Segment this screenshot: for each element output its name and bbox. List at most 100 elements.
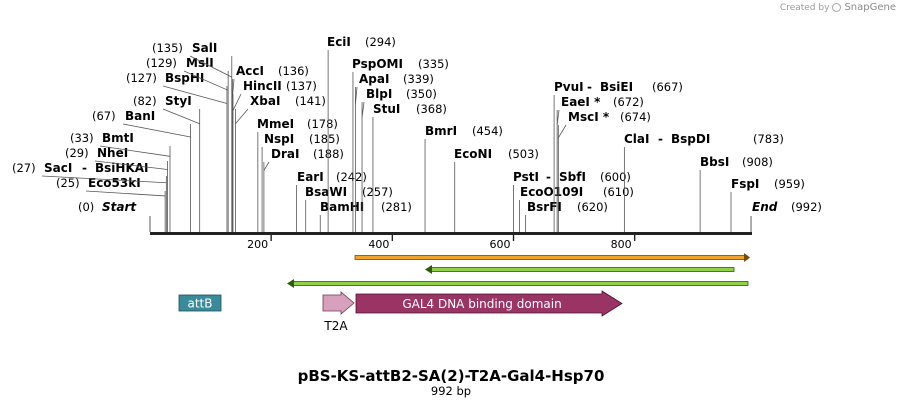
end-pos: (992) <box>791 200 822 214</box>
site-position: (137) <box>286 79 317 93</box>
T2A-label: T2A <box>323 319 348 333</box>
plasmid-title: pBS-KS-attB2-SA(2)-T2A-Gal4-Hsp70 <box>297 367 605 385</box>
restriction-site[interactable]: EciI (294) <box>327 35 396 232</box>
site-position: (294) <box>365 35 396 49</box>
restriction-site[interactable]: PstI-SbfI(600) <box>513 170 631 232</box>
site-position: (672) <box>613 95 644 109</box>
start-marker: (0) Start <box>78 200 151 232</box>
restriction-site[interactable]: EaeI * (672) <box>556 95 644 232</box>
site-connector-line <box>162 108 200 125</box>
restriction-site[interactable]: StuI(368) <box>372 102 447 232</box>
site-position: (141) <box>295 94 326 108</box>
site-pair-name: SbfI <box>559 170 586 184</box>
credit-brand: SnapGene <box>844 2 896 13</box>
site-connector-line <box>85 190 166 197</box>
site-name: ApaI <box>359 72 389 86</box>
restriction-site[interactable]: NspI (185) <box>261 132 340 232</box>
axis-tick-label: 200 <box>247 238 268 251</box>
backbone <box>150 232 752 235</box>
site-name: StyI <box>165 94 192 108</box>
restriction-site[interactable]: SacI-BsiHKAI(27) <box>12 161 167 232</box>
site-pair-dash: - <box>587 80 592 94</box>
restriction-site[interactable]: EcoO109I(610) <box>519 185 634 232</box>
restriction-site[interactable]: XbaI(141) <box>235 94 326 232</box>
restriction-site[interactable]: SalI(135) <box>152 41 233 232</box>
site-name: EaeI * <box>561 95 601 109</box>
site-position: (25) <box>56 176 80 190</box>
site-position: (959) <box>774 177 805 191</box>
feature-T2A[interactable]: T2A <box>322 291 355 333</box>
restriction-site[interactable]: FspI (959) <box>730 177 805 232</box>
restriction-site[interactable]: PspOMI(335) <box>352 57 449 232</box>
site-name: HincII <box>243 79 282 93</box>
restriction-site[interactable]: Eco53kI (25) <box>56 176 166 232</box>
site-position: (129) <box>146 56 177 70</box>
restriction-site[interactable]: MmeI(178) <box>257 117 338 232</box>
restriction-site[interactable]: BsrFI(620) <box>525 200 608 232</box>
site-connector-line <box>232 93 242 111</box>
site-name: PspOMI <box>352 57 403 71</box>
restriction-site[interactable]: BmrI(454) <box>424 124 503 232</box>
restriction-site[interactable]: BbsI (908) <box>699 155 773 232</box>
restriction-site[interactable]: BsaWI(257) <box>305 185 393 232</box>
site-name: MmeI <box>257 117 294 131</box>
site-pair-dash: - <box>546 170 551 184</box>
site-name: NheI <box>97 146 128 160</box>
site-pair-name: BsiEI <box>600 80 633 94</box>
site-name: DraI <box>271 147 299 161</box>
restriction-site[interactable]: AccI(136) <box>231 64 309 232</box>
site-connector-line <box>122 123 191 138</box>
axis-tick-label: 400 <box>368 238 389 251</box>
site-name: FspI <box>731 177 759 191</box>
restriction-site[interactable]: StyI(82) <box>133 94 201 232</box>
start-pos: (0) <box>78 200 94 214</box>
GAL4-label: GAL4 DNA binding domain <box>402 297 561 311</box>
site-name: NspI <box>264 132 294 146</box>
site-name: BbsI <box>700 155 729 169</box>
green-primer-bar-long[interactable] <box>287 279 749 288</box>
restriction-site[interactable]: EcoNI(503) <box>454 147 539 232</box>
site-position: (350) <box>406 87 437 101</box>
site-connector-line <box>162 85 228 104</box>
restriction-site[interactable]: BamHI(281) <box>319 200 412 232</box>
site-connector-line <box>94 160 168 170</box>
site-connector-line <box>556 109 560 125</box>
feature-GAL4[interactable]: GAL4 DNA binding domain <box>355 290 623 317</box>
site-position: (281) <box>381 200 412 214</box>
feature-attB[interactable]: attB <box>178 294 222 312</box>
site-position: (908) <box>742 155 773 169</box>
restriction-site[interactable]: HincII (137) <box>232 79 317 232</box>
restriction-site[interactable]: EarI(242) <box>296 170 367 232</box>
site-name: MscI * <box>568 110 610 124</box>
site-name: Eco53kI <box>88 176 141 190</box>
site-position: (667) <box>652 80 683 94</box>
restriction-site[interactable]: ApaI(339) <box>354 72 434 232</box>
restriction-site[interactable]: BanI(67) <box>92 109 191 232</box>
restriction-site[interactable]: NheI (29) <box>65 146 168 232</box>
restriction-site[interactable]: PvuI-BsiEI(667) <box>553 80 683 232</box>
orange-primer-bar[interactable] <box>354 253 750 262</box>
green-primer-bar-short[interactable] <box>425 265 735 274</box>
site-name: EciI <box>327 35 351 49</box>
restriction-site[interactable]: BmtI(33) <box>70 131 171 232</box>
site-connector-line <box>235 108 249 125</box>
snapgene-logo-icon <box>832 3 842 12</box>
restriction-site[interactable]: BlpI(350) <box>361 87 437 232</box>
restriction-site[interactable]: BspHI(127) <box>126 71 228 232</box>
site-position: (185) <box>309 132 340 146</box>
site-position: (29) <box>65 146 89 160</box>
restriction-site[interactable]: ClaI-BspDI(783) <box>623 132 784 232</box>
site-position: (620) <box>577 200 608 214</box>
site-connector-line <box>557 124 567 139</box>
site-name: BsaWI <box>305 185 347 199</box>
snapgene-credit: Created by SnapGene <box>780 2 896 13</box>
site-name: EarI <box>297 170 324 184</box>
site-name: MslI <box>186 56 214 70</box>
restriction-site[interactable]: MscI *(674) <box>557 110 651 232</box>
restriction-site[interactable]: MslI (129) <box>146 56 229 232</box>
site-pair-name: BspDI <box>671 132 710 146</box>
site-name: BmtI <box>102 131 134 145</box>
end-label: End <box>752 200 778 214</box>
